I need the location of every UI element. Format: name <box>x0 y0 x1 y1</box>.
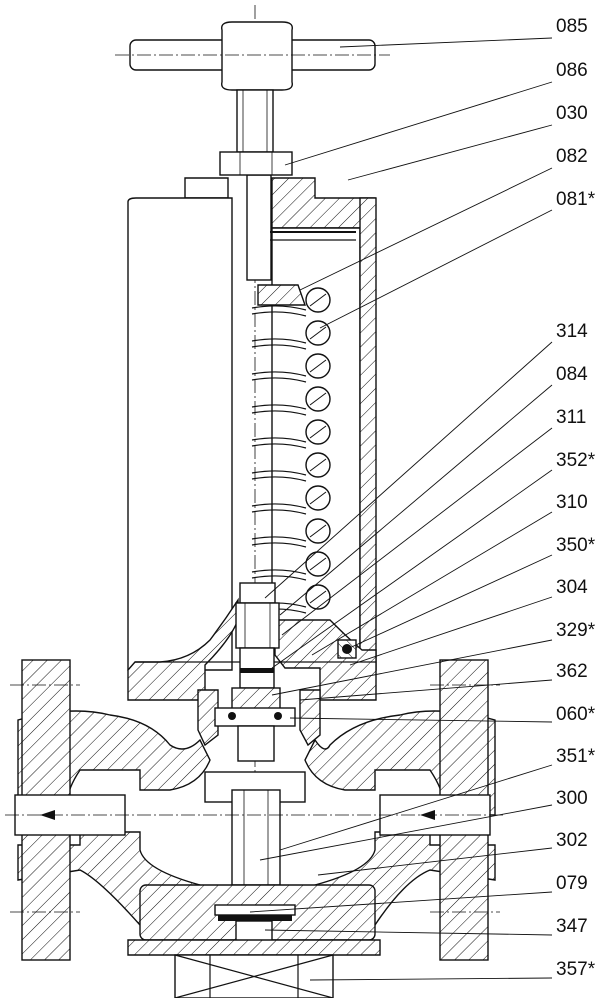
nut-086 <box>219 151 293 176</box>
spring-coil-hatch <box>309 458 327 472</box>
spring-coil-hatch <box>309 524 327 538</box>
label-081: 081* <box>556 189 596 210</box>
label-304: 304 <box>556 577 588 598</box>
spring-wire <box>251 575 307 581</box>
label-357: 357* <box>556 959 596 980</box>
leader-lines <box>249 37 553 981</box>
spring-wire <box>251 509 307 515</box>
label-060: 060* <box>556 704 596 725</box>
label-030: 030 <box>556 103 588 124</box>
spring-wire <box>251 536 307 542</box>
spring-coil-hatch <box>309 557 327 571</box>
spring-coil-hatch <box>309 293 327 307</box>
label-086: 086 <box>556 60 588 81</box>
spring-wire <box>251 437 307 443</box>
spring-coil-hatch <box>309 326 327 340</box>
label-350: 350* <box>556 535 596 556</box>
label-351: 351* <box>556 746 596 767</box>
bottom-cover <box>127 884 381 998</box>
spring-wire <box>251 305 307 311</box>
label-314: 314 <box>556 321 588 342</box>
spring-wire <box>251 410 307 416</box>
spring-wire <box>251 344 307 350</box>
part-labels: 085 086 030 082 081* 314 084 311 352* 31… <box>556 16 596 980</box>
spring-wire <box>251 371 307 377</box>
spring-coil-hatch <box>309 491 327 505</box>
stem-assembly <box>231 582 281 719</box>
label-347: 347 <box>556 916 588 937</box>
handle-085 <box>115 21 390 91</box>
spring-wire <box>251 470 307 476</box>
yoke <box>127 597 377 701</box>
label-352: 352* <box>556 450 596 471</box>
spring-wire <box>251 443 307 449</box>
spring-wire <box>251 377 307 383</box>
seat-area <box>197 689 321 762</box>
spring-wire <box>251 311 307 317</box>
spring-coil-hatch <box>309 425 327 439</box>
spring-wire <box>251 503 307 509</box>
label-329: 329* <box>556 620 596 641</box>
spring-wire <box>251 338 307 344</box>
spring-coil-hatch <box>309 590 327 604</box>
flow-arrows <box>5 794 505 836</box>
spring-wire <box>251 476 307 482</box>
label-079: 079 <box>556 873 588 894</box>
label-310: 310 <box>556 492 588 513</box>
spring-wire <box>251 404 307 410</box>
label-311: 311 <box>556 407 586 428</box>
label-362: 362 <box>556 661 588 682</box>
spindle <box>236 89 274 281</box>
spring-081 <box>251 284 331 614</box>
spring-wire <box>251 569 307 575</box>
spring-wire <box>251 542 307 548</box>
label-300: 300 <box>556 788 588 809</box>
label-082: 082 <box>556 146 588 167</box>
label-084: 084 <box>556 364 588 385</box>
label-085: 085 <box>556 16 588 37</box>
label-302: 302 <box>556 830 588 851</box>
spring-coil-hatch <box>309 392 327 406</box>
spring-coil-hatch <box>309 359 327 373</box>
